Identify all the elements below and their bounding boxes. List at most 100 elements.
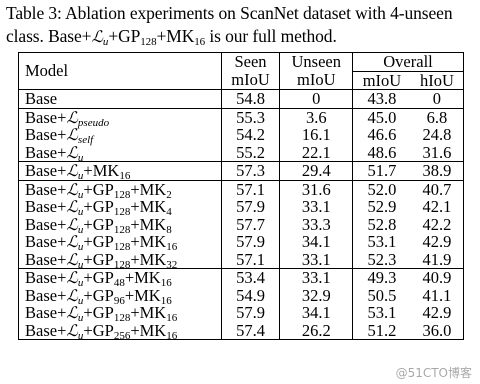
model-subscript: 128 <box>113 188 131 201</box>
overall-hiou-cell: 41.1 <box>410 286 464 304</box>
overall-hiou-cell: 6.8 <box>410 107 464 126</box>
model-subscript: 2 <box>166 188 172 201</box>
loss-symbol: ℒ <box>66 179 78 199</box>
unseen-cell: 34.1 <box>279 233 354 251</box>
loss-symbol: ℒ <box>66 232 78 251</box>
header-model: Model <box>18 52 222 90</box>
model-text: Base+ <box>25 249 67 269</box>
model-subscript: 128 <box>113 206 131 218</box>
loss-symbol: ℒ <box>66 142 78 162</box>
model-text: Base+ <box>25 125 67 144</box>
header-unseen-bottom: mIoU <box>279 71 354 90</box>
caption-loss-subscript: u <box>102 36 109 48</box>
seen-cell: 57.3 <box>221 161 281 180</box>
unseen-cell: 31.6 <box>279 179 354 198</box>
loss-symbol: ℒ <box>66 303 78 322</box>
model-text: Base+ <box>25 285 67 305</box>
model-subscript: 256 <box>113 329 131 342</box>
model-subscript: 16 <box>166 312 178 324</box>
overall-miou-cell: 49.3 <box>352 268 411 287</box>
loss-symbol: ℒ <box>66 107 78 127</box>
model-text: +MK <box>130 249 167 269</box>
seen-cell: 57.4 <box>221 321 281 340</box>
model-cell: Base+ℒu+GP128+MK4 <box>18 197 222 218</box>
unseen-cell: 16.1 <box>279 126 354 144</box>
overall-miou-cell: 52.3 <box>367 249 397 269</box>
model-subscript: 32 <box>166 258 178 271</box>
model-cell: Base+ℒu+GP128+MK2 <box>18 179 222 201</box>
caption-prefix: Table 3: Ablation experiments on ScanNet… <box>6 3 453 46</box>
overall-miou-cell: 52.0 <box>352 179 411 198</box>
unseen-cell: 34.1 <box>279 304 354 322</box>
unseen-cell: 32.9 <box>279 286 354 304</box>
model-subscript: 16 <box>160 277 172 289</box>
model-text: Base+ <box>25 214 67 234</box>
overall-hiou-cell: 42.1 <box>410 198 464 216</box>
loss-symbol: ℒ <box>66 320 78 340</box>
model-subscript: 16 <box>166 241 178 253</box>
model-text: +GP <box>83 232 114 251</box>
loss-subscript: pseudo <box>77 116 110 129</box>
model-subscript: 128 <box>113 241 131 253</box>
caption-gp: +GP <box>108 26 141 46</box>
model-text: +MK <box>130 303 167 322</box>
header-row-top: Model Seen Unseen Overall <box>18 52 464 90</box>
model-text: +MK <box>83 161 120 180</box>
model-text: +MK <box>130 197 167 216</box>
model-text: Base+ <box>25 303 67 322</box>
seen-cell: 57.1 <box>221 179 281 198</box>
unseen-cell: 33.3 <box>279 215 354 233</box>
model-text: +GP <box>83 249 114 269</box>
model-text: Base+ <box>25 320 67 340</box>
overall-miou-cell: 52.9 <box>367 197 397 216</box>
model-subscript: 16 <box>166 329 178 342</box>
loss-subscript: u <box>77 277 84 289</box>
overall-hiou-cell: 24.8 <box>410 126 464 144</box>
overall-miou-cell: 53.1 <box>367 232 397 251</box>
overall-hiou-cell: 42.9 <box>410 304 464 322</box>
overall-miou-cell: 43.8 <box>352 89 411 108</box>
loss-subscript: u <box>77 151 84 164</box>
loss-symbol: ℒ <box>66 125 78 144</box>
caption-mk: +MK <box>156 26 195 46</box>
unseen-cell: 29.4 <box>279 161 354 180</box>
seen-cell: 57.9 <box>221 198 281 216</box>
overall-miou-cell: 53.1 <box>367 303 397 322</box>
model-cell: Base+ℒu+GP128+MK8 <box>18 214 222 236</box>
model-text: +GP <box>83 320 114 340</box>
loss-symbol: ℒ <box>66 285 78 305</box>
caption-mk-subscript: 16 <box>194 36 206 48</box>
model-text: +GP <box>83 214 114 234</box>
model-text: +MK <box>130 179 167 199</box>
overall-hiou-cell: 40.9 <box>410 268 464 287</box>
loss-subscript: u <box>77 294 84 307</box>
overall-miou-cell: 46.6 <box>367 125 397 144</box>
model-text: Base+ <box>25 161 67 180</box>
model-text: +GP <box>83 268 114 287</box>
header-overall: Overall <box>352 52 464 72</box>
caption-suffix: is our full method. <box>205 26 337 46</box>
model-text: +MK <box>130 320 167 340</box>
seen-cell: 54.9 <box>221 286 281 304</box>
header-row-bottom: mIoU mIoU mIoU hIoU <box>19 71 464 90</box>
overall-miou-cell: 51.2 <box>352 321 411 340</box>
ablation-table: Model Seen Unseen Overall mIoU mIoU mIoU… <box>18 52 464 342</box>
header-overall-miou: mIoU <box>362 70 402 90</box>
caption-loss-symbol: ℒ <box>91 27 103 46</box>
unseen-cell: 33.1 <box>279 198 354 216</box>
loss-subscript: u <box>77 312 84 324</box>
model-cell: Base+ℒpseudo <box>18 107 222 129</box>
loss-subscript: u <box>77 223 84 236</box>
model-cell: Base+ℒu+GP128+MK16 <box>18 303 222 324</box>
header-unseen-top: Unseen <box>279 52 354 71</box>
model-text: Base+ <box>25 268 67 287</box>
header-seen-bottom: mIoU <box>221 71 281 90</box>
loss-symbol: ℒ <box>66 161 78 180</box>
